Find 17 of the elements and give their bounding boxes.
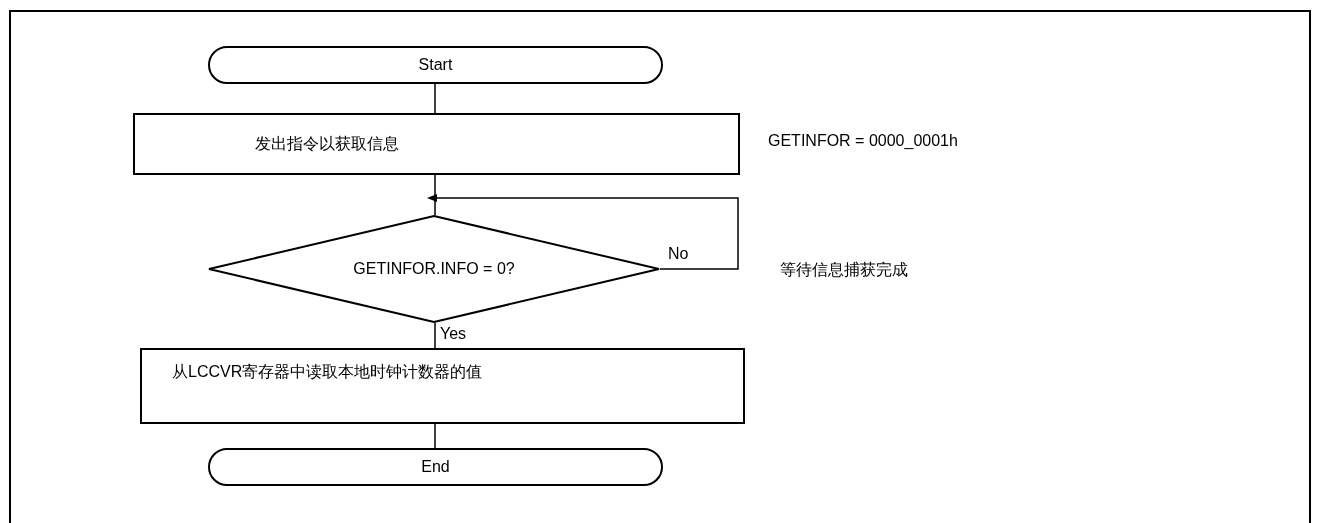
connector-line [434,83,436,114]
node-text: Start [418,56,453,74]
node-text: End [421,458,450,476]
arrow [427,194,739,270]
process-box [140,348,745,424]
process-box [133,113,740,175]
node-text: 从LCCVR寄存器中读取本地时钟计数器的值 [172,362,483,382]
terminal-box [208,448,663,486]
decision-diamond [208,215,660,323]
note-text: 等待信息捕获完成 [780,260,908,280]
connector-line [434,322,436,349]
terminal-box [208,46,663,84]
connector-line [434,423,436,449]
annotation-text: GETINFOR = 0000_0001h [768,132,958,150]
connector-line [434,174,436,216]
node-text: 发出指令以获取信息 [255,133,399,154]
node-text: GETINFOR.INFO = 0? [353,260,515,278]
